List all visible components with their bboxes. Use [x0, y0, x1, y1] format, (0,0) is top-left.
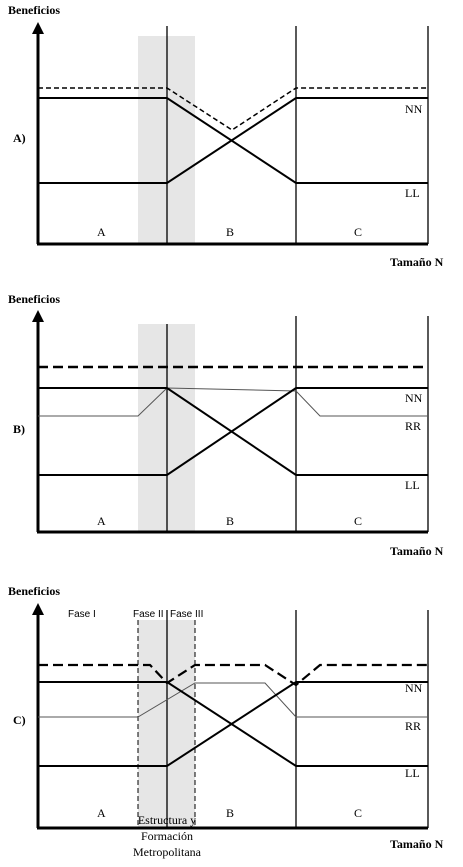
panel-a: Beneficios NN LL A) A B C Tamaño N [8, 3, 444, 269]
region-c-label: C [354, 806, 362, 820]
ll-curve [38, 681, 428, 767]
region-a-label: A [97, 225, 106, 239]
phase-iii-label: Fase III [170, 609, 203, 620]
y-axis-label: Beneficios [8, 292, 60, 306]
caption-line-1: Estructura y [138, 813, 196, 827]
region-a-label: A [97, 514, 106, 528]
y-axis-label: Beneficios [8, 584, 60, 598]
nn-label: NN [405, 681, 423, 695]
ll-curve [38, 387, 428, 476]
x-axis-label: Tamaño N [390, 255, 444, 269]
nn-label: NN [405, 391, 423, 405]
nn-label: NN [405, 102, 423, 116]
panel-label: B) [13, 422, 25, 436]
region-b-label: B [226, 225, 234, 239]
panel-c: Beneficios NN RR LL C) Fase I Fase II Fa… [8, 584, 444, 859]
ll-label: LL [405, 478, 420, 492]
rr-label: RR [405, 719, 421, 733]
region-a-label: A [97, 806, 106, 820]
phase-i-label: Fase I [68, 609, 96, 620]
panel-label: A) [13, 131, 26, 145]
region-c-label: C [354, 514, 362, 528]
y-axis-arrowhead [32, 310, 44, 322]
rr-curve [38, 682, 428, 718]
ll-curve [38, 97, 428, 184]
region-b-label: B [226, 806, 234, 820]
region-c-label: C [354, 225, 362, 239]
caption-line-3: Metropolitana [133, 845, 202, 859]
rr-curve [38, 387, 428, 417]
ll-label: LL [405, 766, 420, 780]
y-axis-label: Beneficios [8, 3, 60, 17]
panel-b: Beneficios NN RR LL B) A B C Tamaño N [8, 292, 444, 558]
phase-ii-label: Fase II [133, 609, 164, 620]
ll-label: LL [405, 186, 420, 200]
total-benefit-dashed-curve [38, 87, 428, 131]
total-benefit-dashed-curve [38, 663, 428, 687]
caption-line-2: Formación [141, 829, 193, 843]
y-axis-arrowhead [32, 603, 44, 615]
x-axis-label: Tamaño N [390, 544, 444, 558]
panel-label: C) [13, 713, 26, 727]
rr-label: RR [405, 419, 421, 433]
x-axis-label: Tamaño N [390, 837, 444, 851]
region-b-label: B [226, 514, 234, 528]
y-axis-arrowhead [32, 22, 44, 34]
